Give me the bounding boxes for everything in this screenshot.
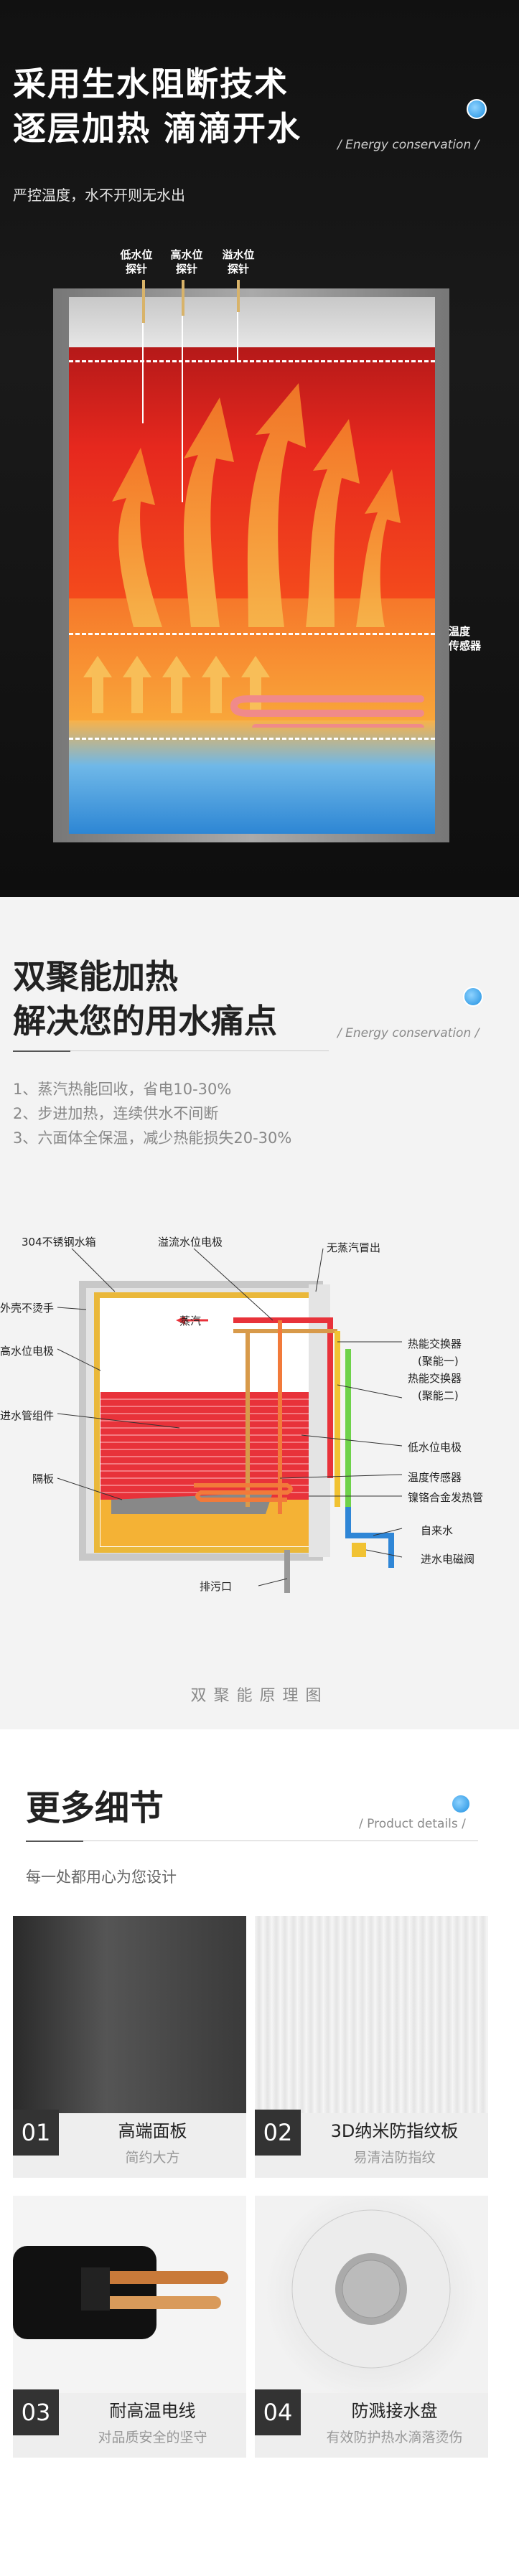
detail-card-2: 02 3D纳米防指纹板 易清洁防指纹 [255,1916,488,2178]
card-number: 03 [13,2389,59,2435]
divider-short [26,1841,83,1842]
label-partition: 隔板 [32,1472,55,1485]
cable-image [13,2196,246,2393]
drip-tray-image [255,2196,488,2393]
product-details-label: / Product details / [359,1817,466,1831]
label-inlet-pipe: 进水管组件 [0,1409,55,1422]
card-number: 04 [255,2389,301,2435]
card-number: 01 [13,2110,59,2156]
globe-icon [463,987,483,1007]
card-title: 耐高温电线 [109,2401,196,2421]
probe-label-high: 高水位探针 [170,248,203,276]
card-title: 高端面板 [118,2121,187,2141]
dual-heating-section: 双聚能加热 解决您的用水痛点 / Energy conservation / 1… [0,897,519,1729]
label-steam: 蒸汽 [179,1315,202,1327]
label-overflow-electrode: 溢流水位电极 [158,1236,223,1249]
card-subtitle: 简约大方 [125,2150,180,2166]
level-line-bottom [69,738,435,740]
globe-icon [451,1794,471,1814]
card-number: 02 [255,2110,301,2156]
label-tank: 304不锈钢水箱 [22,1236,96,1249]
diagram-caption: 双聚能原理图 [190,1687,329,1705]
low-level-probe [142,280,145,323]
label-low-electrode: 低水位电极 [408,1441,462,1454]
card-title: 3D纳米防指纹板 [330,2121,459,2141]
hero-section: 采用生水阻断技术 逐层加热 滴滴开水 / Energy conservation… [0,0,519,897]
high-probe-rod [182,316,183,502]
probe-label-low: 低水位探针 [120,248,153,276]
high-level-probe [182,280,184,316]
label-inlet-valve: 进水电磁阀 [421,1553,475,1566]
label-heater: 镍铬合金发热管 [408,1491,484,1504]
overflow-probe-rod [237,312,238,362]
hero-subtitle: 严控温度，水不开则无水出 [13,187,185,204]
feature-3: 3、六面体全保温，减少热能损失20-30% [13,1129,292,1147]
probe-label-overflow: 溢水位探针 [222,248,255,276]
detail-card-3: 03 耐高温电线 对品质安全的坚守 [13,2196,246,2458]
label-temp-sensor: 温度传感器 [408,1471,462,1484]
hero-title-line1: 采用生水阻断技术 [13,65,289,103]
tank-illustration [69,297,435,834]
energy-conservation-label: / Energy conservation / [337,138,480,152]
globe-icon [467,99,487,119]
dual-heating-diagram [57,1248,403,1593]
label-tap-water: 自来水 [421,1524,454,1537]
feature-1: 1、蒸汽热能回收，省电10-30% [13,1081,232,1098]
panel-image [13,1916,246,2113]
divider-short [13,1050,70,1052]
level-line-middle [69,633,435,635]
card-subtitle: 易清洁防指纹 [353,2150,436,2166]
flame-arrows-graphic [83,383,424,728]
overflow-level-probe [237,280,240,312]
label-high-electrode: 高水位电极 [0,1345,55,1358]
low-probe-rod [142,323,144,423]
divider-long [70,1050,329,1051]
level-line-top [69,360,435,362]
hero-title: 采用生水阻断技术 逐层加热 滴滴开水 [13,62,301,151]
card-subtitle: 对品质安全的坚守 [98,2430,207,2445]
card-subtitle: 有效防护热水滴落烫伤 [326,2430,463,2445]
label-shell: 外壳不烫手 [0,1302,55,1315]
details-title: 更多细节 [26,1788,164,1828]
details-section: 更多细节 / Product details / 每一处都用心为您设计 01 高… [0,1729,519,2576]
energy-conservation-label: / Energy conservation / [337,1026,480,1040]
dual-title-line2: 解决您的用水痛点 [13,1002,277,1040]
label-exchanger-2: 热能交换器 [408,1372,462,1385]
detail-card-4: 04 防溅接水盘 有效防护热水滴落烫伤 [255,2196,488,2458]
label-exchanger-2b: (聚能二) [418,1389,459,1402]
card-title: 防溅接水盘 [351,2401,438,2421]
hero-title-line2: 逐层加热 滴滴开水 [13,109,302,148]
temp-sensor-label: 温度传感器 [449,625,482,652]
label-drain: 排污口 [200,1580,233,1593]
feature-2: 2、步进加热，连续供水不间断 [13,1105,219,1122]
dual-title: 双聚能加热 解决您的用水痛点 [13,954,277,1043]
tank-top-steam [69,297,435,347]
label-no-steam: 无蒸汽冒出 [327,1241,381,1254]
label-exchanger-1b: (聚能一) [418,1355,459,1368]
details-subtitle: 每一处都用心为您设计 [26,1868,177,1886]
label-exchanger-1: 热能交换器 [408,1338,462,1350]
detail-card-1: 01 高端面板 简约大方 [13,1916,246,2178]
dual-title-line1: 双聚能加热 [13,957,178,996]
fingerprint-texture-image [255,1916,488,2113]
